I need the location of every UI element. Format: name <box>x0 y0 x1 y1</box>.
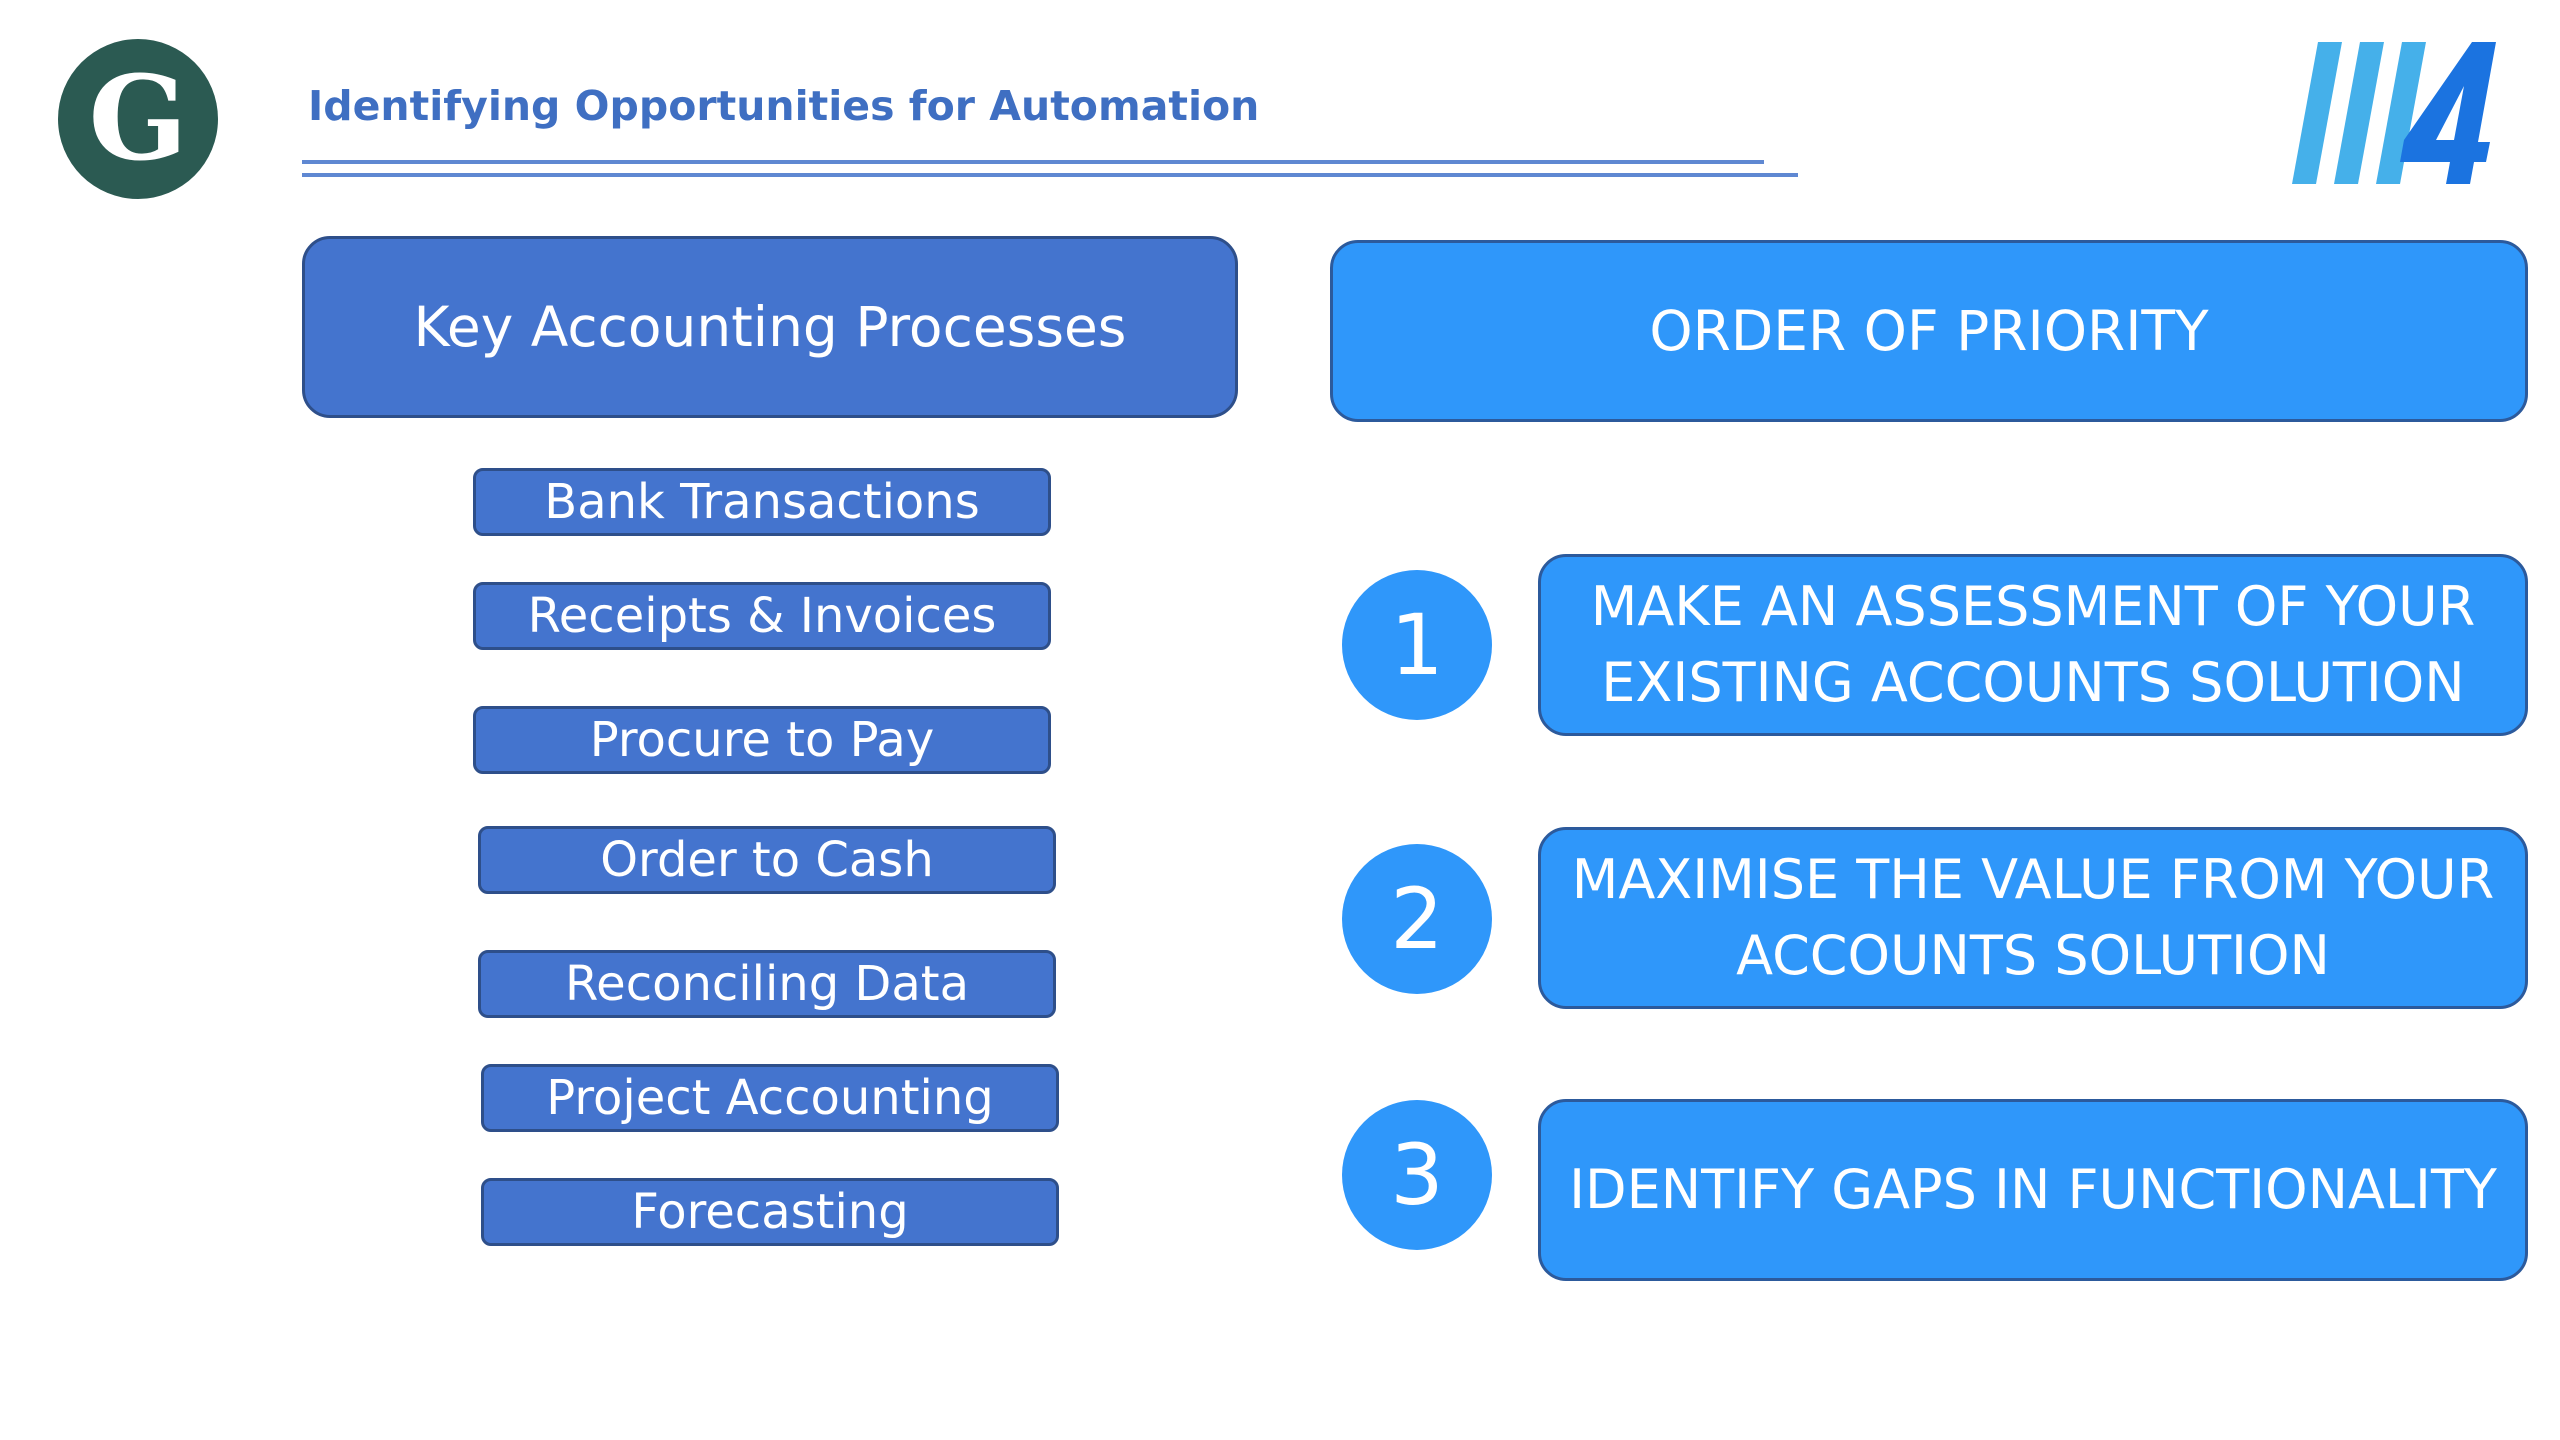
page-title: Identifying Opportunities for Automation <box>308 82 1260 130</box>
priority-item-1: MAKE AN ASSESSMENT OF YOUR EXISTING ACCO… <box>1538 554 2528 736</box>
process-project-accounting: Project Accounting <box>481 1064 1059 1132</box>
g-logo-icon: G <box>58 39 218 199</box>
key-processes-heading: Key Accounting Processes <box>302 236 1238 418</box>
priority-number-3: 3 <box>1342 1100 1492 1250</box>
priority-item-2: MAXIMISE THE VALUE FROM YOUR ACCOUNTS SO… <box>1538 827 2528 1009</box>
priority-number-2: 2 <box>1342 844 1492 994</box>
title-underline-top <box>302 160 1764 164</box>
order-of-priority-heading: ORDER OF PRIORITY <box>1330 240 2528 422</box>
logo-letter: G <box>88 51 188 187</box>
process-forecasting: Forecasting <box>481 1178 1059 1246</box>
m4-logo-icon <box>2290 36 2502 188</box>
process-bank-transactions: Bank Transactions <box>473 468 1051 536</box>
process-reconciling-data: Reconciling Data <box>478 950 1056 1018</box>
process-order-to-cash: Order to Cash <box>478 826 1056 894</box>
title-underline-bottom <box>302 173 1798 177</box>
priority-item-3: IDENTIFY GAPS IN FUNCTIONALITY <box>1538 1099 2528 1281</box>
priority-number-1: 1 <box>1342 570 1492 720</box>
process-procure-to-pay: Procure to Pay <box>473 706 1051 774</box>
process-receipts-invoices: Receipts & Invoices <box>473 582 1051 650</box>
